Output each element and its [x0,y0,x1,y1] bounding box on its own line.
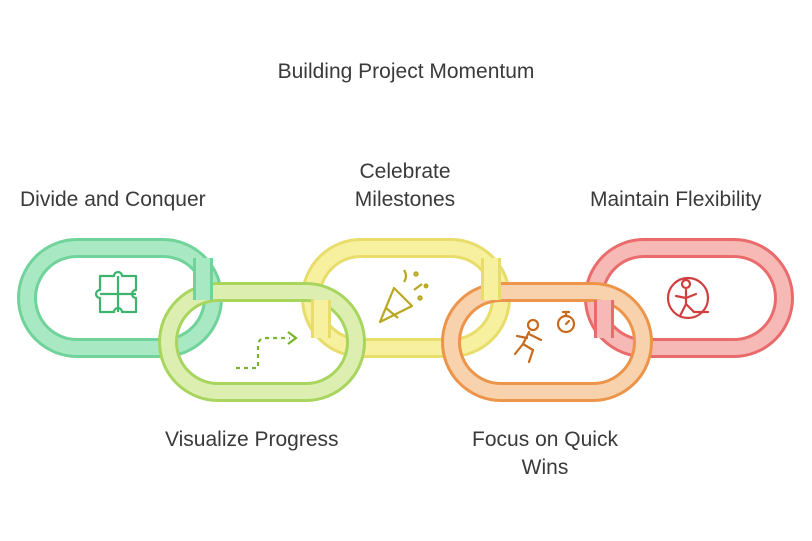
runner-stopwatch-icon [513,310,576,364]
dashed-arrow-head [287,331,298,345]
step-label-celebrate: Celebrate Milestones [330,158,480,214]
step-label-divide: Divide and Conquer [20,188,206,211]
diagram-title: Building Project Momentum [277,60,535,83]
chain-link-visualize [158,282,366,402]
step-label-visualize: Visualize Progress [165,428,339,451]
step-label-flexibility: Maintain Flexibility [590,188,762,211]
step-label-quick-wins-text: Focus on Quick Wins [472,428,618,479]
dashed-arrow-icon [236,336,290,370]
flexible-person-icon [666,276,710,320]
step-label-quick-wins: Focus on Quick Wins [455,426,635,482]
party-popper-icon [378,269,429,324]
chain-link-quick-wins [441,282,653,402]
puzzle-icon [94,270,138,314]
step-label-celebrate-text: Celebrate Milestones [354,160,456,211]
